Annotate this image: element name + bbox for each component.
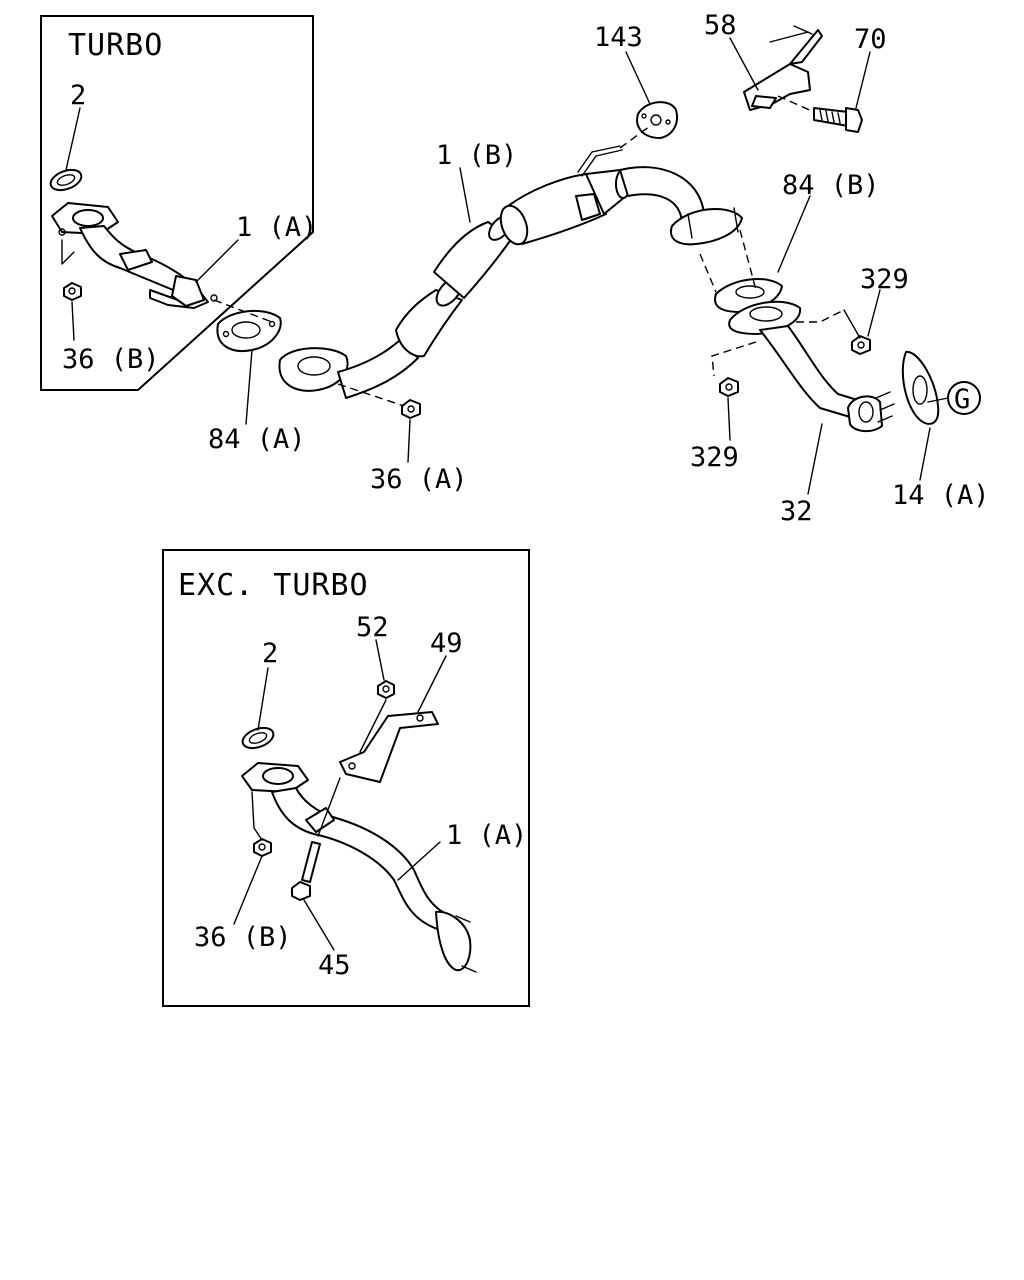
nut-329-bottom bbox=[719, 377, 739, 397]
turbo-inset-title: TURBO bbox=[68, 28, 163, 63]
nut-329-top bbox=[851, 335, 871, 355]
turbo-inset: TURBO 2 1 (A) 36 (B) bbox=[40, 15, 317, 391]
exc-turbo-inset-frame bbox=[162, 549, 530, 1007]
gasket-14a bbox=[901, 351, 940, 425]
exc-gasket-ring bbox=[241, 726, 275, 750]
callout-1b: 1 (B) bbox=[436, 140, 517, 171]
exc-nut-52 bbox=[377, 680, 395, 699]
exc-turbo-inset: EXC. TURBO bbox=[162, 549, 530, 1007]
callout-g: G bbox=[954, 384, 970, 415]
nut-36a bbox=[401, 399, 421, 419]
exc-bolt-45 bbox=[291, 841, 321, 901]
gasket-84b bbox=[670, 207, 802, 335]
exc-front-pipe bbox=[241, 762, 477, 973]
pipe-32 bbox=[759, 325, 895, 432]
callout-exc-36b: 36 (B) bbox=[194, 922, 292, 953]
exc-bracket-49 bbox=[339, 711, 439, 783]
callout-58: 58 bbox=[704, 10, 737, 41]
callout-exc-2: 2 bbox=[262, 638, 278, 669]
exc-nut-36b bbox=[253, 838, 272, 857]
bolt-70 bbox=[813, 107, 863, 133]
callout-exc-52: 52 bbox=[356, 612, 389, 643]
callout-84b: 84 (B) bbox=[782, 170, 880, 201]
callout-329-bottom: 329 bbox=[690, 442, 739, 473]
callout-36a: 36 (A) bbox=[370, 464, 468, 495]
connector-g-marker: G bbox=[947, 381, 981, 415]
callout-329-top: 329 bbox=[860, 264, 909, 295]
bracket-58 bbox=[743, 25, 823, 111]
turbo-gasket-ring bbox=[49, 168, 83, 192]
callout-turbo-1a: 1 (A) bbox=[236, 212, 317, 243]
callout-84a: 84 (A) bbox=[208, 424, 306, 455]
main-assembly: G 1 (B) 143 58 70 8 bbox=[208, 10, 990, 527]
callout-14a: 14 (A) bbox=[892, 480, 990, 511]
callout-32: 32 bbox=[780, 496, 813, 527]
turbo-inset-frame bbox=[40, 15, 314, 391]
callout-turbo-36b: 36 (B) bbox=[62, 344, 160, 375]
callout-exc-1a: 1 (A) bbox=[446, 820, 527, 851]
callout-turbo-2: 2 bbox=[70, 80, 86, 111]
turbo-nut-36b bbox=[63, 282, 82, 301]
callout-70: 70 bbox=[854, 24, 887, 55]
pipe-1b bbox=[278, 145, 705, 399]
callout-exc-49: 49 bbox=[430, 628, 463, 659]
callout-exc-45: 45 bbox=[318, 950, 351, 981]
callout-143: 143 bbox=[594, 22, 643, 53]
turbo-front-pipe bbox=[51, 202, 218, 309]
gasket-84a bbox=[216, 309, 282, 352]
sensor-gasket-143 bbox=[636, 101, 678, 139]
exc-turbo-inset-title: EXC. TURBO bbox=[178, 568, 369, 603]
